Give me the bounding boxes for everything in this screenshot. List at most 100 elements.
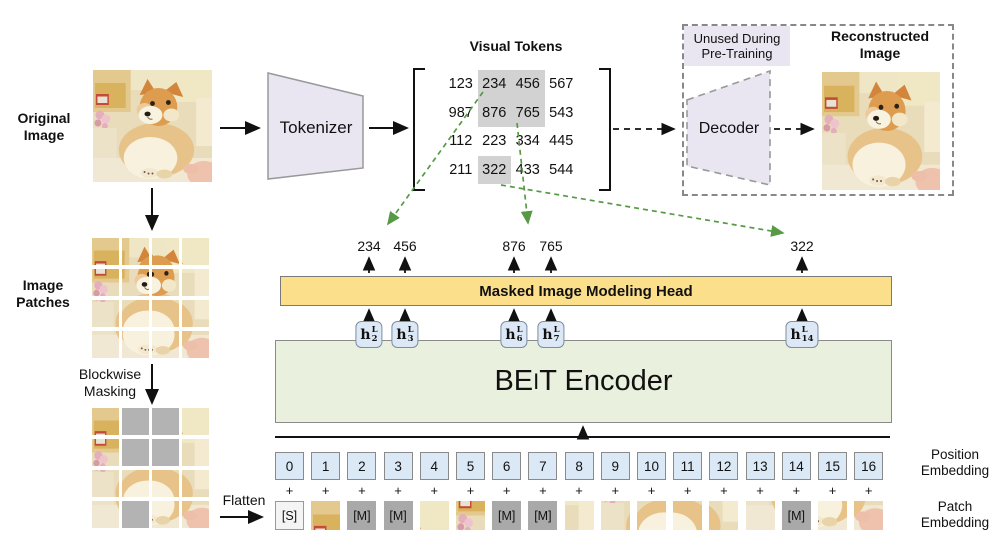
image-patch [182, 238, 209, 265]
predicted-token: 234 [357, 238, 381, 254]
visual-token: 567 [549, 76, 574, 93]
image-patch [152, 470, 179, 497]
visual-token: 112 [449, 133, 473, 150]
flatten-label: Flatten [222, 492, 266, 508]
tokenizer-shape [267, 72, 364, 180]
image-patch [182, 269, 209, 296]
plus-sign: + [466, 483, 475, 498]
plus-sign: + [828, 483, 837, 498]
patch-embedding-box [818, 501, 847, 530]
blockwise-masking-label: Blockwise Masking [78, 366, 142, 399]
plus-sign: + [756, 483, 764, 498]
position-embedding-box: 3 [383, 452, 413, 480]
visual-tokens-title: Visual Tokens [469, 38, 563, 54]
visual-token: 987 [448, 104, 473, 121]
plus-sign: + [430, 483, 439, 498]
hidden-state-sup: L [553, 325, 560, 335]
patch-embedding-box [311, 501, 341, 530]
predicted-token: 876 [502, 238, 526, 254]
unused-pretraining-box [682, 24, 954, 196]
patch-embedding-label: Patch Embedding [920, 499, 990, 530]
plus-sign: + [575, 483, 583, 498]
visual-token: 544 [549, 161, 574, 178]
predicted-token: 765 [539, 238, 563, 254]
plus-sign: + [864, 483, 873, 498]
position-embedding-box: 13 [745, 452, 775, 480]
hidden-state-base: h [360, 326, 371, 343]
hidden-state-base: h [396, 326, 407, 343]
image-patch [122, 331, 149, 358]
image-patch [182, 501, 209, 528]
encoder-label-part: BE [494, 365, 534, 397]
unused-pretraining-label: Unused During Pre-Training [684, 26, 790, 66]
position-embedding-box: 1 [311, 452, 341, 480]
mask-token-box: [M] [347, 501, 377, 530]
position-embedding-box: 0 [275, 452, 304, 480]
image-patch [182, 300, 209, 327]
image-patch [92, 300, 119, 327]
image-patch [152, 300, 179, 327]
patch-embedding-box [673, 501, 703, 530]
position-embedding-box: 11 [673, 452, 703, 480]
plus-sign: + [285, 483, 294, 498]
image-patch [182, 439, 209, 466]
image-patch [152, 238, 179, 265]
visual-token: 223 [482, 133, 507, 150]
mask-token-box: [M] [781, 501, 811, 530]
predicted-token: 456 [393, 238, 417, 254]
position-embedding-box: 6 [492, 452, 522, 480]
mim-head: Masked Image Modeling Head [280, 276, 892, 306]
hidden-state-sub: 7 [553, 333, 560, 344]
hidden-state-base: h [542, 326, 553, 343]
image-patch [122, 300, 149, 327]
patch-embedding-box [854, 501, 884, 530]
encoder-label-part: T Encoder [539, 365, 673, 397]
matrix-bracket-left [413, 68, 425, 191]
plus-sign: + [539, 483, 547, 498]
position-embedding-box: 8 [564, 452, 594, 480]
visual-token: 456 [511, 70, 545, 99]
masked-patch [122, 439, 149, 466]
visual-token: 234 [477, 70, 511, 99]
masked-patch [152, 408, 179, 435]
image-patch [152, 331, 179, 358]
hidden-state-sub: 14 [801, 333, 814, 344]
visual-token: 876 [477, 98, 511, 127]
reconstructed-image [822, 72, 940, 190]
image-patch [182, 470, 209, 497]
position-embedding-box: 9 [600, 452, 630, 480]
visual-token: 765 [511, 98, 545, 127]
mask-token-box: [M] [528, 501, 558, 530]
plus-sign: + [502, 483, 511, 498]
position-embedding-box: 10 [637, 452, 666, 480]
masked-patch [152, 439, 179, 466]
image-patch [152, 501, 179, 528]
mask-token-box: [M] [383, 501, 413, 530]
patch-embedding-box [745, 501, 775, 530]
hidden-state-base: h [790, 326, 801, 343]
hidden-state-sup: L [371, 325, 378, 335]
start-token-box: [S] [275, 501, 304, 530]
image-patch [92, 331, 119, 358]
encoder-input-line [275, 436, 890, 438]
position-embedding-box: 5 [456, 452, 485, 480]
image-patch [152, 269, 179, 296]
visual-token: 433 [515, 161, 540, 178]
original-image [93, 70, 212, 182]
position-embedding-box: 14 [781, 452, 811, 480]
image-patch [122, 269, 149, 296]
image-patch [182, 331, 209, 358]
image-patch [92, 501, 119, 528]
hidden-state-base: h [505, 326, 516, 343]
decoder-shape [686, 69, 771, 187]
plus-sign: + [720, 483, 728, 498]
position-embedding-label: Position Embedding [920, 447, 990, 478]
hidden-state-sub: 3 [407, 333, 414, 344]
reconstructed-image-label: Reconstructed Image [830, 28, 930, 61]
image-patches-grid [92, 238, 209, 358]
